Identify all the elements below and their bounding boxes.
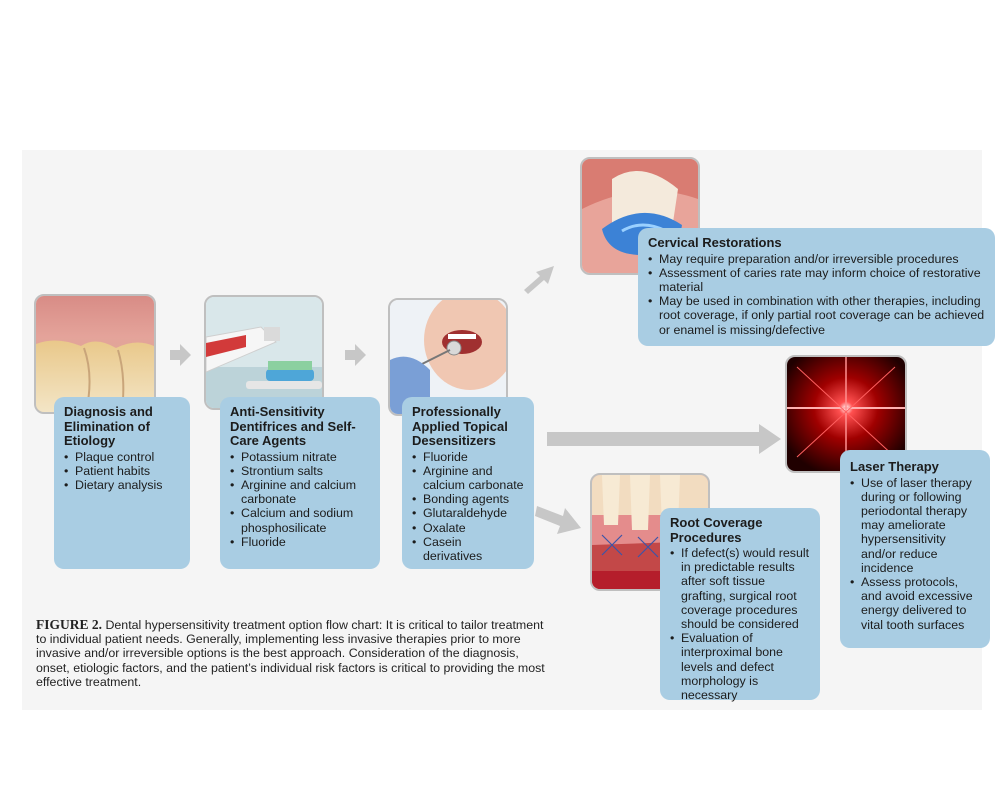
dental-exam-photo — [388, 298, 508, 416]
list-item: Assessment of caries rate may inform cho… — [648, 266, 985, 294]
step-dentifrices-box: Anti-Sensitivity Dentifrices and Self-Ca… — [220, 397, 380, 569]
list-item: Calcium and sodium phosphosilicate — [230, 506, 370, 534]
root-coverage-box: Root Coverage Procedures If defect(s) wo… — [660, 508, 820, 702]
cervical-restorations-title: Cervical Restorations — [648, 235, 782, 250]
teeth-closeup-photo — [34, 294, 156, 414]
list-item: Arginine and calcium carbonate — [230, 478, 370, 506]
step-dentifrices-title: Anti-Sensitivity Dentifrices and Self-Ca… — [230, 404, 356, 448]
list-item: Oxalate — [412, 521, 524, 535]
list-item: Patient habits — [64, 464, 180, 478]
list-item: If defect(s) would result in predictable… — [670, 546, 810, 631]
arrow-step2-to-step3 — [345, 344, 366, 366]
step-diagnosis-box: Diagnosis and Elimination of Etiology Pl… — [54, 397, 190, 569]
arrow-to-root-coverage — [535, 506, 581, 534]
list-item: Use of laser therapy during or following… — [850, 476, 980, 575]
step-diagnosis-title: Diagnosis and Elimination of Etiology — [64, 404, 153, 448]
step-desensitizers-title: Professionally Applied Topical Desensiti… — [412, 404, 508, 448]
list-item: Evaluation of interproximal bone levels … — [670, 631, 810, 702]
list-item: May be used in combination with other th… — [648, 294, 985, 337]
list-item: Fluoride — [230, 535, 370, 549]
list-item: Fluoride — [412, 450, 524, 464]
figure-label: FIGURE 2. — [36, 617, 103, 632]
list-item: Dietary analysis — [64, 478, 180, 492]
list-item: Strontium salts — [230, 464, 370, 478]
list-item: Casein derivatives — [412, 535, 524, 563]
cervical-restorations-box: Cervical Restorations May require prepar… — [638, 228, 995, 346]
laser-therapy-box: Laser Therapy Use of laser therapy durin… — [840, 450, 990, 648]
root-coverage-title: Root Coverage Procedures — [670, 515, 763, 545]
step-desensitizers-box: Professionally Applied Topical Desensiti… — [402, 397, 534, 569]
list-item: Potassium nitrate — [230, 450, 370, 464]
list-item: May require preparation and/or irreversi… — [648, 252, 985, 266]
arrow-to-cervical-restorations — [524, 266, 554, 294]
toothpaste-photo — [204, 295, 324, 410]
list-item: Glutaraldehyde — [412, 506, 524, 520]
list-item: Bonding agents — [412, 492, 524, 506]
laser-therapy-title: Laser Therapy — [850, 459, 939, 474]
arrow-step1-to-step2 — [170, 344, 191, 366]
list-item: Plaque control — [64, 450, 180, 464]
arrow-to-laser-therapy — [547, 424, 781, 454]
list-item: Arginine and calcium carbonate — [412, 464, 524, 492]
figure-caption: FIGURE 2. Dental hypersensitivity treatm… — [36, 617, 556, 689]
figure-caption-text: Dental hypersensitivity treatment option… — [36, 618, 545, 689]
list-item: Assess protocols, and avoid excessive en… — [850, 575, 980, 632]
